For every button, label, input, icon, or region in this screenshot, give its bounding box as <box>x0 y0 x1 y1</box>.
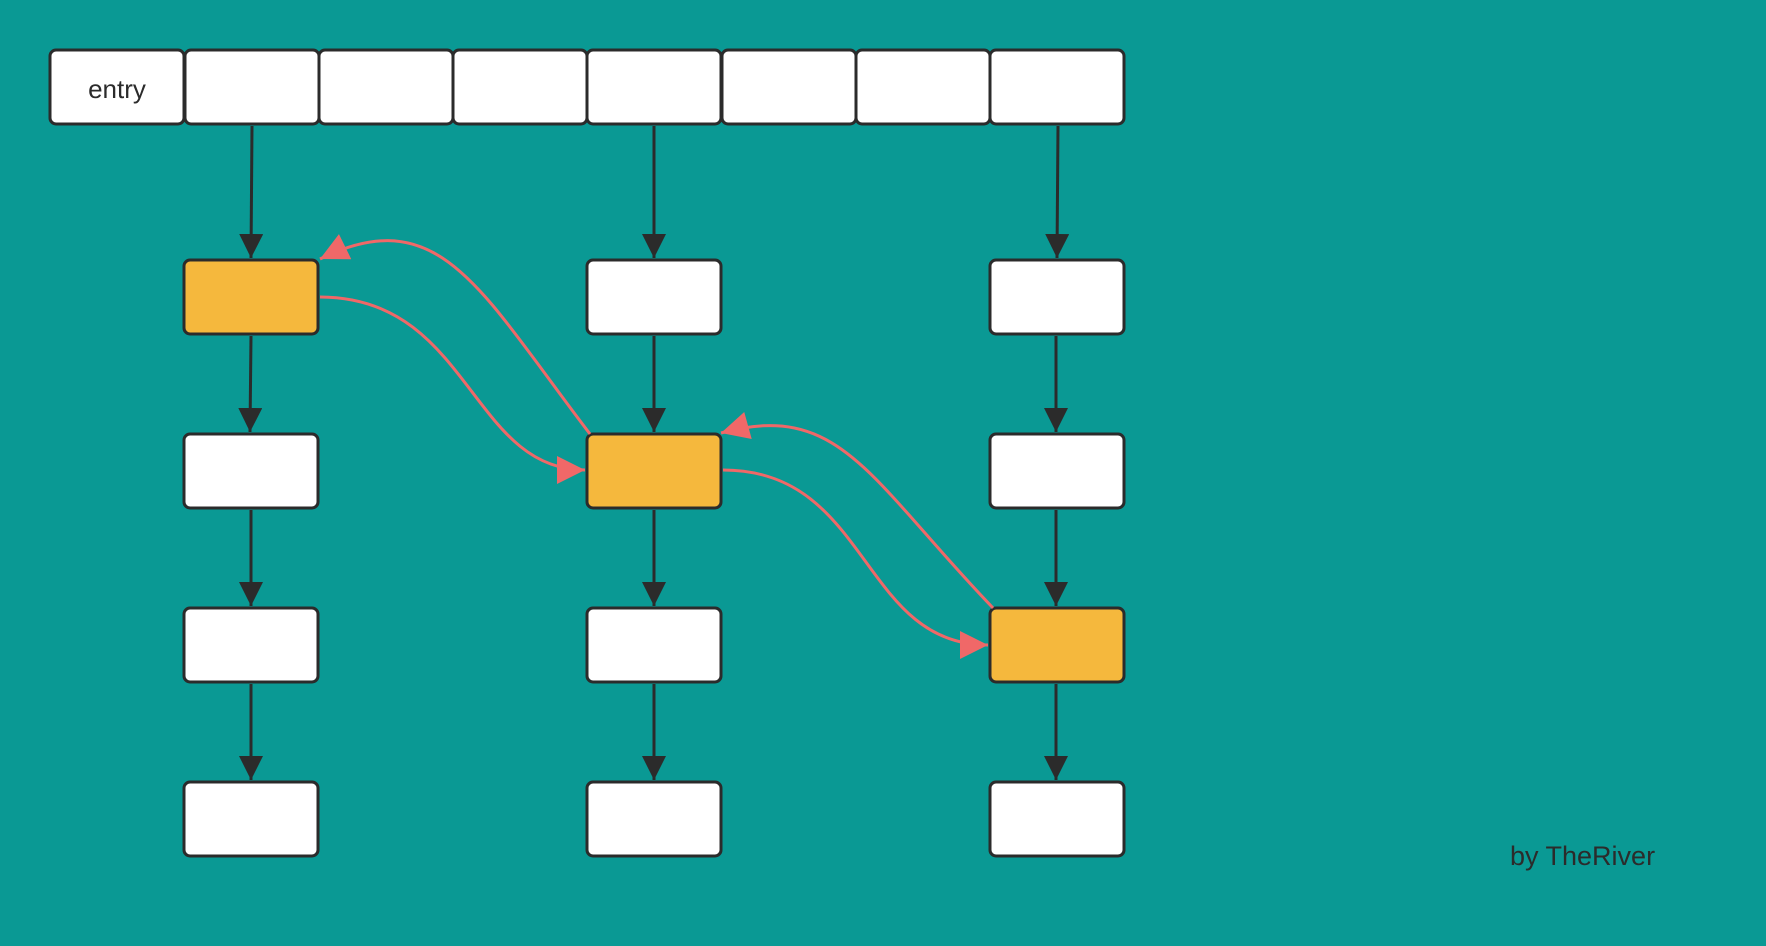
header-row: entry <box>48 48 1126 126</box>
chain-node <box>585 780 723 858</box>
chain-2 <box>585 258 723 858</box>
header-cell-4 <box>585 48 723 126</box>
chain-links <box>238 125 1070 780</box>
entry-label: entry <box>88 74 146 104</box>
link-arrow <box>238 335 263 433</box>
chain-1 <box>182 258 320 858</box>
forward-arrow-1-to-2 <box>319 295 586 484</box>
chain-node-highlighted <box>182 258 320 336</box>
header-cell-6 <box>854 48 992 126</box>
chain-node-highlighted <box>585 432 723 510</box>
link-arrow <box>239 125 264 259</box>
header-cell-5 <box>720 48 858 126</box>
chain-node <box>988 780 1126 858</box>
chain-3 <box>988 258 1126 858</box>
chain-node <box>988 258 1126 336</box>
back-arrow-3-to-2 <box>720 412 995 610</box>
header-cell-3 <box>451 48 589 126</box>
back-arrow-2-to-1 <box>319 234 592 435</box>
chain-node-highlighted <box>988 606 1126 684</box>
header-cell-1 <box>183 48 321 126</box>
chain-node <box>182 606 320 684</box>
header-cell-7 <box>988 48 1126 126</box>
link-arrow <box>1045 125 1070 259</box>
chain-node <box>182 432 320 510</box>
highlight-path <box>319 234 995 659</box>
forward-arrow-2-to-3 <box>722 468 989 659</box>
chain-node <box>585 258 723 336</box>
header-cell-2 <box>317 48 455 126</box>
chain-node <box>585 606 723 684</box>
author-credit: by TheRiver <box>1510 841 1656 871</box>
chain-node <box>988 432 1126 510</box>
chain-node <box>182 780 320 858</box>
